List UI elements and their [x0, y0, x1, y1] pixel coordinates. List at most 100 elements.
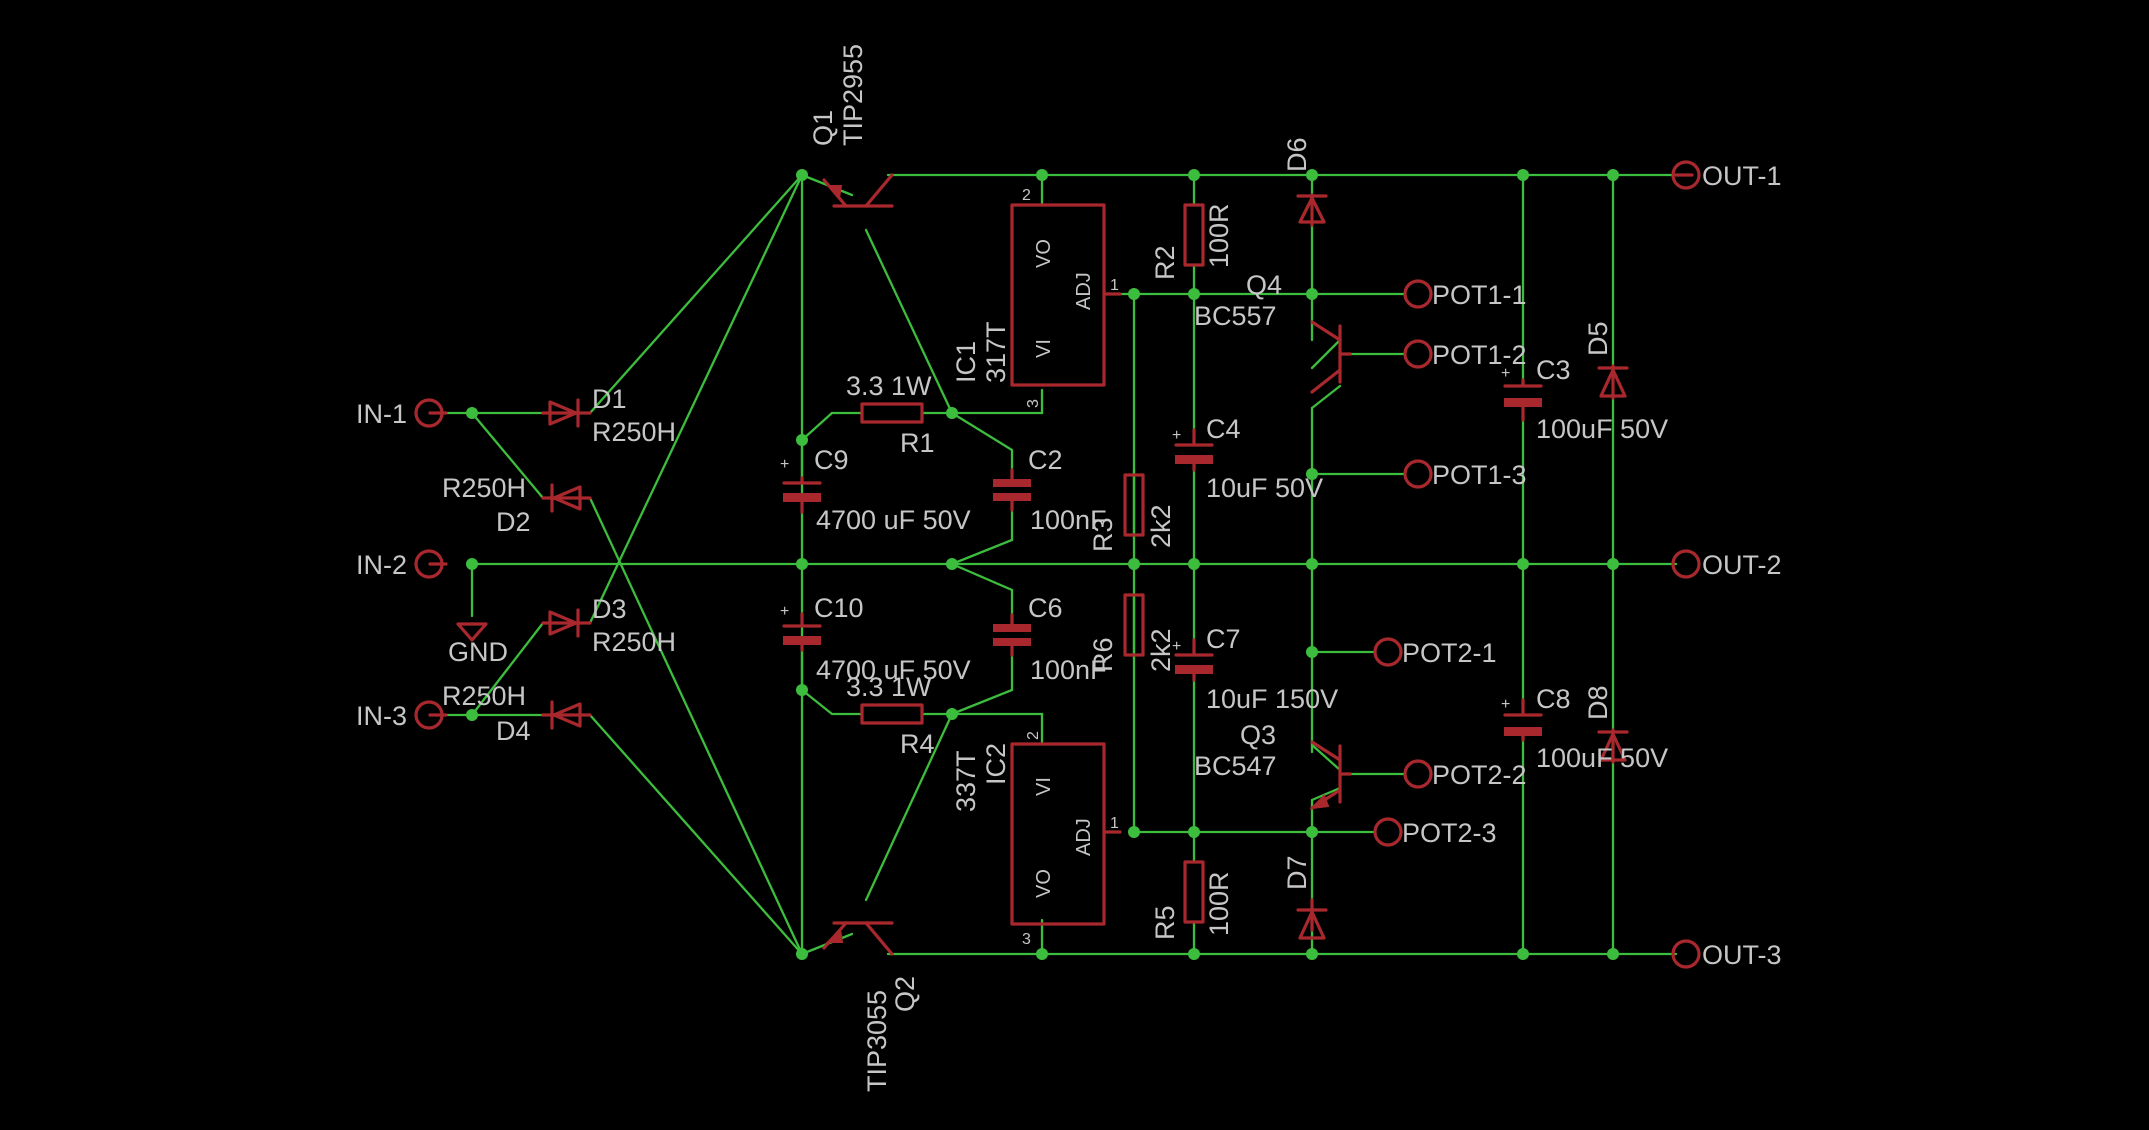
regulator-ic1[interactable]: VO VI ADJ 2 1 3 IC1 317T [951, 187, 1122, 408]
connector-pot2-1[interactable]: POT2-1 [1373, 637, 1497, 668]
pin-number: 3 [1025, 399, 1042, 408]
part-value: 4700 uF 50V [816, 655, 971, 685]
part-value: 100uF 50V [1536, 743, 1668, 773]
part-value: R250H [592, 627, 676, 657]
diode-d4[interactable]: R250H D4 [442, 681, 592, 746]
capacitor-c4[interactable]: + C4 10uF 50V [1172, 414, 1323, 503]
pad-icon [1671, 939, 1701, 969]
connector-out1[interactable]: OUT-1 [1671, 160, 1782, 191]
part-name: C4 [1206, 414, 1241, 444]
capacitor-c7[interactable]: + C7 10uF 150V [1172, 624, 1338, 714]
pin-number: 2 [1025, 731, 1042, 740]
pad-icon [414, 398, 444, 428]
capacitor-c6[interactable]: C6 100nF [993, 593, 1107, 685]
transistor-q4[interactable]: Q4 BC557 [1194, 270, 1352, 394]
part-value: R250H [442, 681, 526, 711]
resistor-r3[interactable]: R3 2k2 [1088, 473, 1176, 552]
capacitor-c3[interactable]: + C3 100uF 50V [1501, 355, 1668, 444]
diode-d8[interactable]: D8 [1583, 685, 1629, 764]
connector-label: POT1-2 [1432, 340, 1527, 370]
pad-icon [414, 549, 444, 579]
part-name: R5 [1150, 905, 1180, 940]
connector-label: OUT-2 [1702, 550, 1782, 580]
connector-in3[interactable]: IN-3 [356, 700, 448, 731]
capacitor-c10[interactable]: + C10 4700 uF 50V [780, 593, 971, 685]
part-value: 317T [981, 321, 1011, 383]
wires [444, 173, 1678, 956]
part-value: 337T [951, 750, 981, 812]
regulator-ic2[interactable]: VO VI ADJ 2 1 3 337T IC2 [951, 731, 1122, 948]
resistor-r6[interactable]: R6 2k2 [1088, 593, 1176, 672]
connector-in1[interactable]: IN-1 [356, 398, 448, 429]
connector-in2[interactable]: IN-2 [356, 549, 448, 580]
part-name: C2 [1028, 445, 1063, 475]
junctions [466, 169, 1619, 960]
resistor-r4[interactable]: 3.3 1W R4 [846, 672, 935, 759]
part-value: 10uF 150V [1206, 684, 1338, 714]
transistor-q3[interactable]: Q3 BC547 [1194, 720, 1352, 810]
part-name: C7 [1206, 624, 1241, 654]
capacitor-c8[interactable]: + C8 100uF 50V [1501, 684, 1668, 773]
connector-pot1-1[interactable]: POT1-1 [1403, 279, 1527, 310]
capacitor-c2[interactable]: C2 100nF [993, 445, 1107, 535]
connector-pot1-2[interactable]: POT1-2 [1403, 339, 1527, 370]
connector-label: POT2-3 [1402, 818, 1497, 848]
connector-label: OUT-3 [1702, 940, 1782, 970]
connector-label: OUT-1 [1702, 161, 1782, 191]
part-value: 4700 uF 50V [816, 505, 971, 535]
part-name: D8 [1583, 685, 1613, 720]
plus-icon: + [1172, 427, 1181, 444]
connector-pot1-3[interactable]: POT1-3 [1403, 459, 1527, 490]
part-value: 100R [1204, 203, 1234, 268]
diode-d3[interactable]: D3 R250H [541, 594, 676, 657]
part-name: IC2 [981, 743, 1011, 785]
part-name: Q1 [808, 110, 838, 146]
resistor-r5[interactable]: R5 100R [1150, 860, 1234, 940]
resistor-r1[interactable]: 3.3 1W R1 [846, 371, 935, 458]
connector-pot2-2[interactable]: POT2-2 [1403, 759, 1527, 790]
part-name: Q3 [1240, 720, 1276, 750]
part-value: 2k2 [1146, 504, 1176, 548]
part-name: GND [448, 637, 508, 667]
connector-out2[interactable]: OUT-2 [1671, 549, 1782, 580]
connector-out3[interactable]: OUT-3 [1671, 939, 1782, 970]
ground-symbol: GND [448, 622, 508, 667]
capacitor-c9[interactable]: + C9 4700 uF 50V [780, 445, 971, 535]
diode-d5[interactable]: D5 [1583, 321, 1629, 400]
pin-number: 3 [1022, 931, 1031, 948]
part-value: 100uF 50V [1536, 414, 1668, 444]
connector-label: POT2-1 [1402, 638, 1497, 668]
diode-icon [552, 485, 582, 511]
diode-d7[interactable]: D7 [1282, 855, 1328, 940]
part-value: 2k2 [1146, 628, 1176, 672]
part-value: 3.3 1W [846, 672, 932, 702]
diode-d1[interactable]: D1 R250H [541, 384, 676, 447]
diode-d6[interactable]: D6 [1282, 137, 1328, 227]
part-value: TIP3055 [862, 990, 892, 1092]
connector-pot2-3[interactable]: POT2-3 [1373, 817, 1497, 848]
diode-d2[interactable]: R250H D2 [442, 473, 592, 537]
resistor-r2[interactable]: R2 100R [1150, 203, 1234, 280]
transistor-q2[interactable]: TIP3055 Q2 [822, 921, 920, 1092]
plus-icon: + [1172, 638, 1181, 655]
plus-icon: + [1501, 365, 1510, 382]
connector-label: POT2-2 [1432, 760, 1527, 790]
connector-label: POT1-1 [1432, 280, 1527, 310]
part-name: R1 [900, 428, 935, 458]
part-name: C8 [1536, 684, 1571, 714]
diode-icon [1298, 910, 1326, 940]
arrow-icon [826, 185, 843, 201]
diode-icon [548, 400, 578, 426]
part-name: R6 [1088, 637, 1118, 672]
pin-vi: VI [1033, 777, 1055, 796]
part-name: IC1 [951, 341, 981, 383]
arrow-icon [825, 927, 844, 943]
part-value: BC547 [1194, 751, 1277, 781]
transistor-q1[interactable]: Q1 TIP2955 [808, 44, 894, 208]
ground-icon [456, 622, 488, 642]
part-name: D7 [1282, 855, 1312, 890]
pin-vo: VO [1033, 239, 1055, 268]
pad-icon [1373, 637, 1403, 667]
pin-number: 1 [1110, 277, 1119, 294]
part-value: 100nF [1030, 505, 1107, 535]
